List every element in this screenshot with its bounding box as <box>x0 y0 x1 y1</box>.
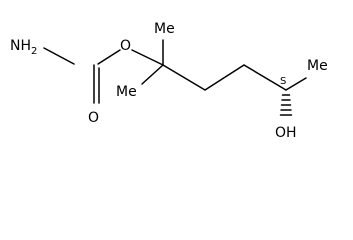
bonds <box>43 39 307 116</box>
amino-group-label: NH2 <box>10 38 37 57</box>
amino-group-subscript: 2 <box>31 46 37 57</box>
bond-quaternary-carbon-methylene-1 <box>162 64 206 91</box>
atom-labels: NH2 O O Me Me Me OH S <box>10 21 328 141</box>
chemical-structure: NH2 O O Me Me Me OH S <box>10 21 328 141</box>
stereo-descriptor: S <box>280 76 286 87</box>
ester-oxygen-label: O <box>120 38 131 54</box>
methyl-right-label: Me <box>307 58 328 74</box>
bond-ester-oxygen-quaternary-carbon <box>131 49 164 66</box>
bond-stereocenter-methyl-right <box>285 77 307 91</box>
carbonyl-oxygen-label: O <box>88 110 99 126</box>
bond-methylene-1-methylene-2 <box>204 64 245 91</box>
hydroxyl-label: OH <box>275 125 297 141</box>
bond-n-carbamoyl-carbon <box>43 47 75 65</box>
bond-carbamoyl-carbon-ester-oxygen <box>97 49 121 65</box>
bond-methylene-2-stereocenter <box>243 64 287 91</box>
amino-group-text: NH <box>10 38 31 54</box>
methyl-lower-label: Me <box>116 84 137 100</box>
methyl-upper-label: Me <box>154 21 175 37</box>
bond-quaternary-carbon-methyl-lower <box>141 64 164 85</box>
